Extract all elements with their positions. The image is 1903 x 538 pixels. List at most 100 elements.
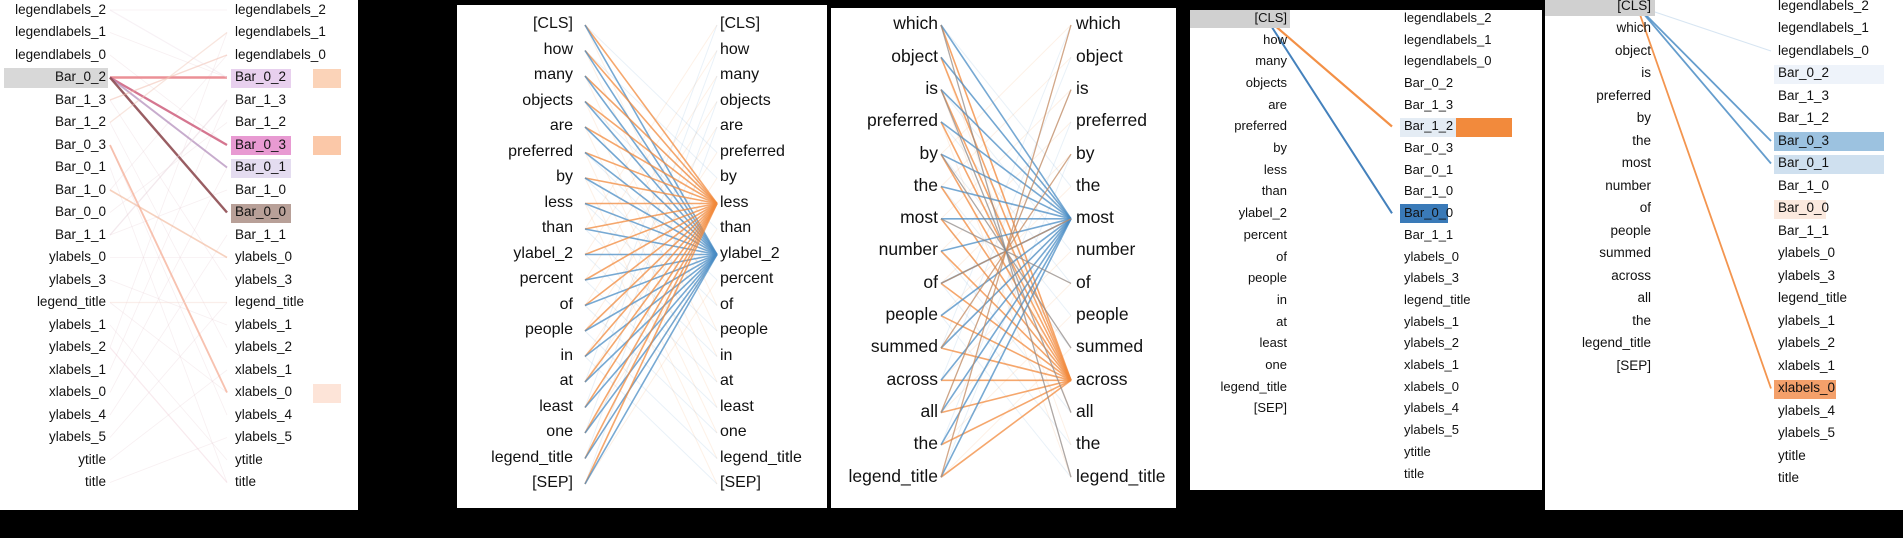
right-token[interactable]: ylabels_2 — [1778, 335, 1836, 351]
left-token[interactable]: of — [923, 271, 938, 292]
right-token[interactable]: number — [1076, 239, 1136, 260]
right-token[interactable]: Bar_1_1 — [235, 226, 287, 242]
right-token[interactable]: ylabels_5 — [235, 429, 293, 445]
right-token[interactable]: people — [1076, 304, 1129, 325]
left-token[interactable]: preferred — [508, 142, 573, 160]
left-token[interactable]: ylabels_0 — [48, 249, 106, 265]
right-token[interactable]: Bar_0_0 — [235, 204, 287, 220]
right-token[interactable]: ylabels_2 — [1404, 335, 1459, 351]
left-token[interactable]: legend_title — [1581, 335, 1651, 351]
left-token[interactable]: [SEP] — [532, 474, 573, 492]
right-token[interactable]: title — [1404, 465, 1425, 481]
right-token[interactable]: legendlabels_0 — [1404, 53, 1492, 69]
right-token[interactable]: less — [720, 193, 749, 211]
left-token[interactable]: many — [1255, 53, 1287, 69]
left-token[interactable]: legendlabels_1 — [15, 24, 106, 40]
left-token[interactable]: objects — [1245, 74, 1287, 90]
left-token[interactable]: the — [913, 433, 938, 454]
left-token[interactable]: [SEP] — [1616, 357, 1651, 373]
right-token[interactable]: Bar_0_3 — [1404, 140, 1454, 156]
right-token[interactable]: ytitle — [1404, 443, 1431, 459]
right-token[interactable]: is — [1076, 77, 1089, 98]
left-token[interactable]: xlabels_1 — [48, 361, 106, 377]
right-token[interactable]: legend_title — [1076, 465, 1166, 486]
right-token[interactable]: legendlabels_0 — [1778, 42, 1869, 58]
left-token[interactable]: ylabel_2 — [1238, 205, 1287, 221]
left-token[interactable]: less — [1263, 161, 1287, 177]
right-token[interactable]: ylabels_0 — [1404, 248, 1459, 264]
right-token[interactable]: ylabels_1 — [1404, 313, 1459, 329]
right-token[interactable]: legend_title — [1404, 291, 1471, 307]
left-token[interactable]: Bar_0_1 — [54, 159, 106, 175]
left-token[interactable]: than — [541, 219, 573, 237]
left-token[interactable]: Bar_1_1 — [54, 226, 106, 242]
left-token[interactable]: Bar_1_2 — [54, 114, 106, 130]
left-token[interactable]: ylabels_3 — [48, 271, 106, 287]
right-token[interactable]: legendlabels_2 — [235, 1, 326, 17]
right-token[interactable]: people — [720, 321, 769, 339]
left-token[interactable]: people — [524, 321, 573, 339]
left-token[interactable]: than — [1261, 183, 1287, 199]
right-token[interactable]: title — [235, 474, 257, 490]
right-token[interactable]: objects — [720, 91, 771, 109]
right-token[interactable]: percent — [720, 270, 774, 288]
right-token[interactable]: Bar_1_3 — [235, 91, 287, 107]
left-token[interactable]: across — [886, 368, 938, 389]
left-token[interactable]: one — [1265, 357, 1287, 373]
left-token[interactable]: most — [1621, 155, 1651, 171]
left-token[interactable]: legend_title — [848, 465, 938, 486]
right-token[interactable]: Bar_1_3 — [1404, 96, 1454, 112]
right-token[interactable]: preferred — [1076, 110, 1148, 131]
left-token[interactable]: of — [1639, 200, 1651, 216]
left-token[interactable]: people — [885, 304, 938, 325]
left-token[interactable]: the — [1632, 132, 1651, 148]
right-token[interactable]: summed — [1076, 336, 1144, 357]
right-token[interactable]: the — [1076, 174, 1101, 195]
right-token[interactable]: Bar_0_0 — [1404, 205, 1454, 221]
right-token[interactable]: Bar_0_3 — [1778, 132, 1830, 148]
left-token[interactable]: ylabel_2 — [513, 244, 573, 262]
left-token[interactable]: title — [84, 474, 106, 490]
right-token[interactable]: ylabels_0 — [235, 249, 293, 265]
right-token[interactable]: ylabels_4 — [1404, 400, 1459, 416]
left-token[interactable]: preferred — [1596, 87, 1651, 103]
left-token[interactable]: Bar_1_0 — [54, 181, 106, 197]
right-token[interactable]: object — [1076, 45, 1123, 66]
right-token[interactable]: xlabels_0 — [1778, 380, 1836, 396]
right-token[interactable]: Bar_1_0 — [1778, 177, 1830, 193]
left-token[interactable]: many — [533, 66, 573, 84]
right-token[interactable]: most — [1076, 207, 1114, 228]
left-token[interactable]: by — [919, 142, 938, 163]
right-token[interactable]: many — [720, 66, 760, 84]
left-token[interactable]: number — [1605, 177, 1651, 193]
right-token[interactable]: all — [1076, 400, 1094, 421]
right-token[interactable]: ylabels_0 — [1778, 245, 1836, 261]
left-token[interactable]: xlabels_0 — [48, 384, 106, 400]
left-token[interactable]: how — [543, 40, 573, 58]
left-token[interactable]: across — [1611, 267, 1651, 283]
left-token[interactable]: objects — [522, 91, 573, 109]
left-token[interactable]: all — [1637, 290, 1651, 306]
right-token[interactable]: ylabels_3 — [1404, 270, 1459, 286]
left-token[interactable]: [CLS] — [1617, 0, 1651, 13]
left-token[interactable]: which — [893, 13, 938, 34]
right-token[interactable]: ylabels_5 — [1778, 425, 1836, 441]
right-token[interactable]: legend_title — [720, 448, 802, 466]
right-token[interactable]: Bar_0_2 — [1404, 74, 1454, 90]
left-token[interactable]: summed — [1599, 245, 1651, 261]
right-token[interactable]: Bar_1_3 — [1778, 87, 1830, 103]
left-token[interactable]: Bar_0_0 — [54, 204, 106, 220]
left-token[interactable]: by — [1273, 140, 1287, 156]
right-token[interactable]: Bar_1_2 — [1404, 118, 1454, 134]
right-token[interactable]: preferred — [720, 142, 785, 160]
left-token[interactable]: [SEP] — [1253, 400, 1287, 416]
left-token[interactable]: by — [1636, 110, 1651, 126]
right-token[interactable]: Bar_0_1 — [1778, 155, 1830, 171]
right-token[interactable]: Bar_1_2 — [1778, 110, 1830, 126]
right-token[interactable]: Bar_1_0 — [235, 181, 287, 197]
left-token[interactable]: least — [1259, 335, 1287, 351]
left-token[interactable]: at — [1276, 313, 1287, 329]
right-token[interactable]: xlabels_1 — [1778, 357, 1836, 373]
right-token[interactable]: ytitle — [235, 451, 263, 467]
left-token[interactable]: legend_title — [1220, 378, 1288, 394]
